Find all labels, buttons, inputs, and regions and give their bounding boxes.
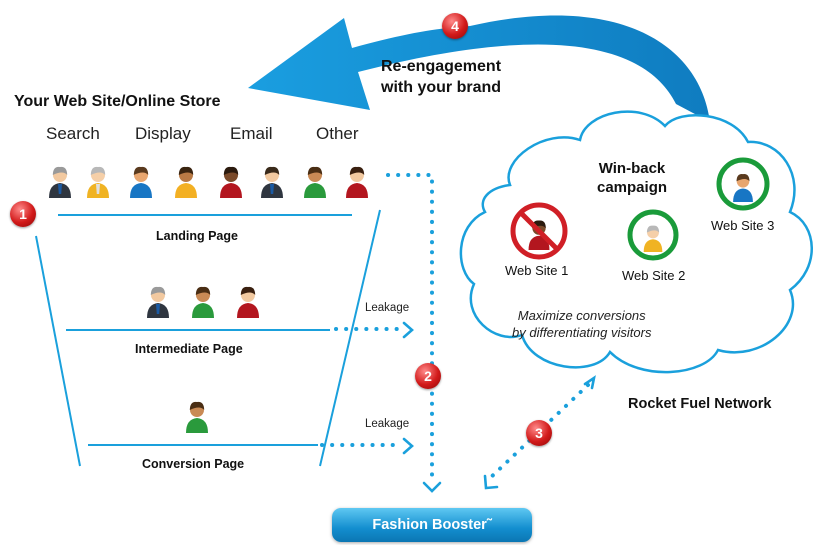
person-icon [186,401,208,433]
network-label: Rocket Fuel Network [628,396,772,412]
source-search: Search [46,124,100,143]
source-display: Display [135,124,191,143]
landing-page-label: Landing Page [156,229,238,243]
curved-arrow-icon [248,15,710,122]
reengagement-label: Re-engagement with your brand [381,56,501,98]
person-icon [49,166,71,198]
step-1-badge: 1 [10,201,36,227]
step-3-badge: 3 [526,420,552,446]
intermediate-visitors [147,286,259,318]
web-site-2-label: Web Site 2 [622,268,686,283]
step-2-badge: 2 [415,363,441,389]
person-icon [643,225,663,252]
conversion-visitor [186,401,208,433]
web-site-3-icon [716,157,770,211]
source-email: Email [230,124,273,143]
person-icon [304,166,326,198]
web-site-3-label: Web Site 3 [711,218,775,233]
person-icon [733,174,753,202]
winback-line1: Win-back [598,160,666,177]
step-4-badge: 4 [442,13,468,39]
cloud-caption: Maximize conversions by differentiating … [512,307,651,341]
winback-title: Win-back campaign [597,159,667,197]
leakage-label: Leakage [365,418,410,430]
visitor-row [49,166,368,198]
arrowheads [402,321,596,493]
person-icon [237,286,259,318]
leakage-label: Leakage [365,302,410,314]
web-site-2-icon [627,209,679,261]
reengagement-line1: Re-engagement [381,58,502,75]
web-site-1-label: Web Site 1 [505,263,569,278]
site-title: Your Web Site/Online Store [14,93,221,110]
conversion-page-label: Conversion Page [142,457,245,471]
person-icon [346,166,368,198]
reengagement-line2: with your brand [381,79,502,96]
winback-line2: campaign [597,179,668,196]
fashion-booster-button[interactable]: Fashion Booster˜ [332,508,532,542]
intermediate-page-label: Intermediate Page [135,342,243,356]
person-icon [220,166,242,198]
web-site-1-icon [510,202,568,260]
funnel [35,209,381,467]
person-icon [261,166,283,198]
person-icon [130,166,152,198]
person-icon [192,286,214,318]
source-other: Other [316,124,359,143]
person-icon [175,166,197,198]
caption-line2: by differentiating visitors [512,325,652,340]
caption-line1: Maximize conversions [517,308,646,323]
person-icon [147,286,169,318]
person-icon [87,166,109,198]
